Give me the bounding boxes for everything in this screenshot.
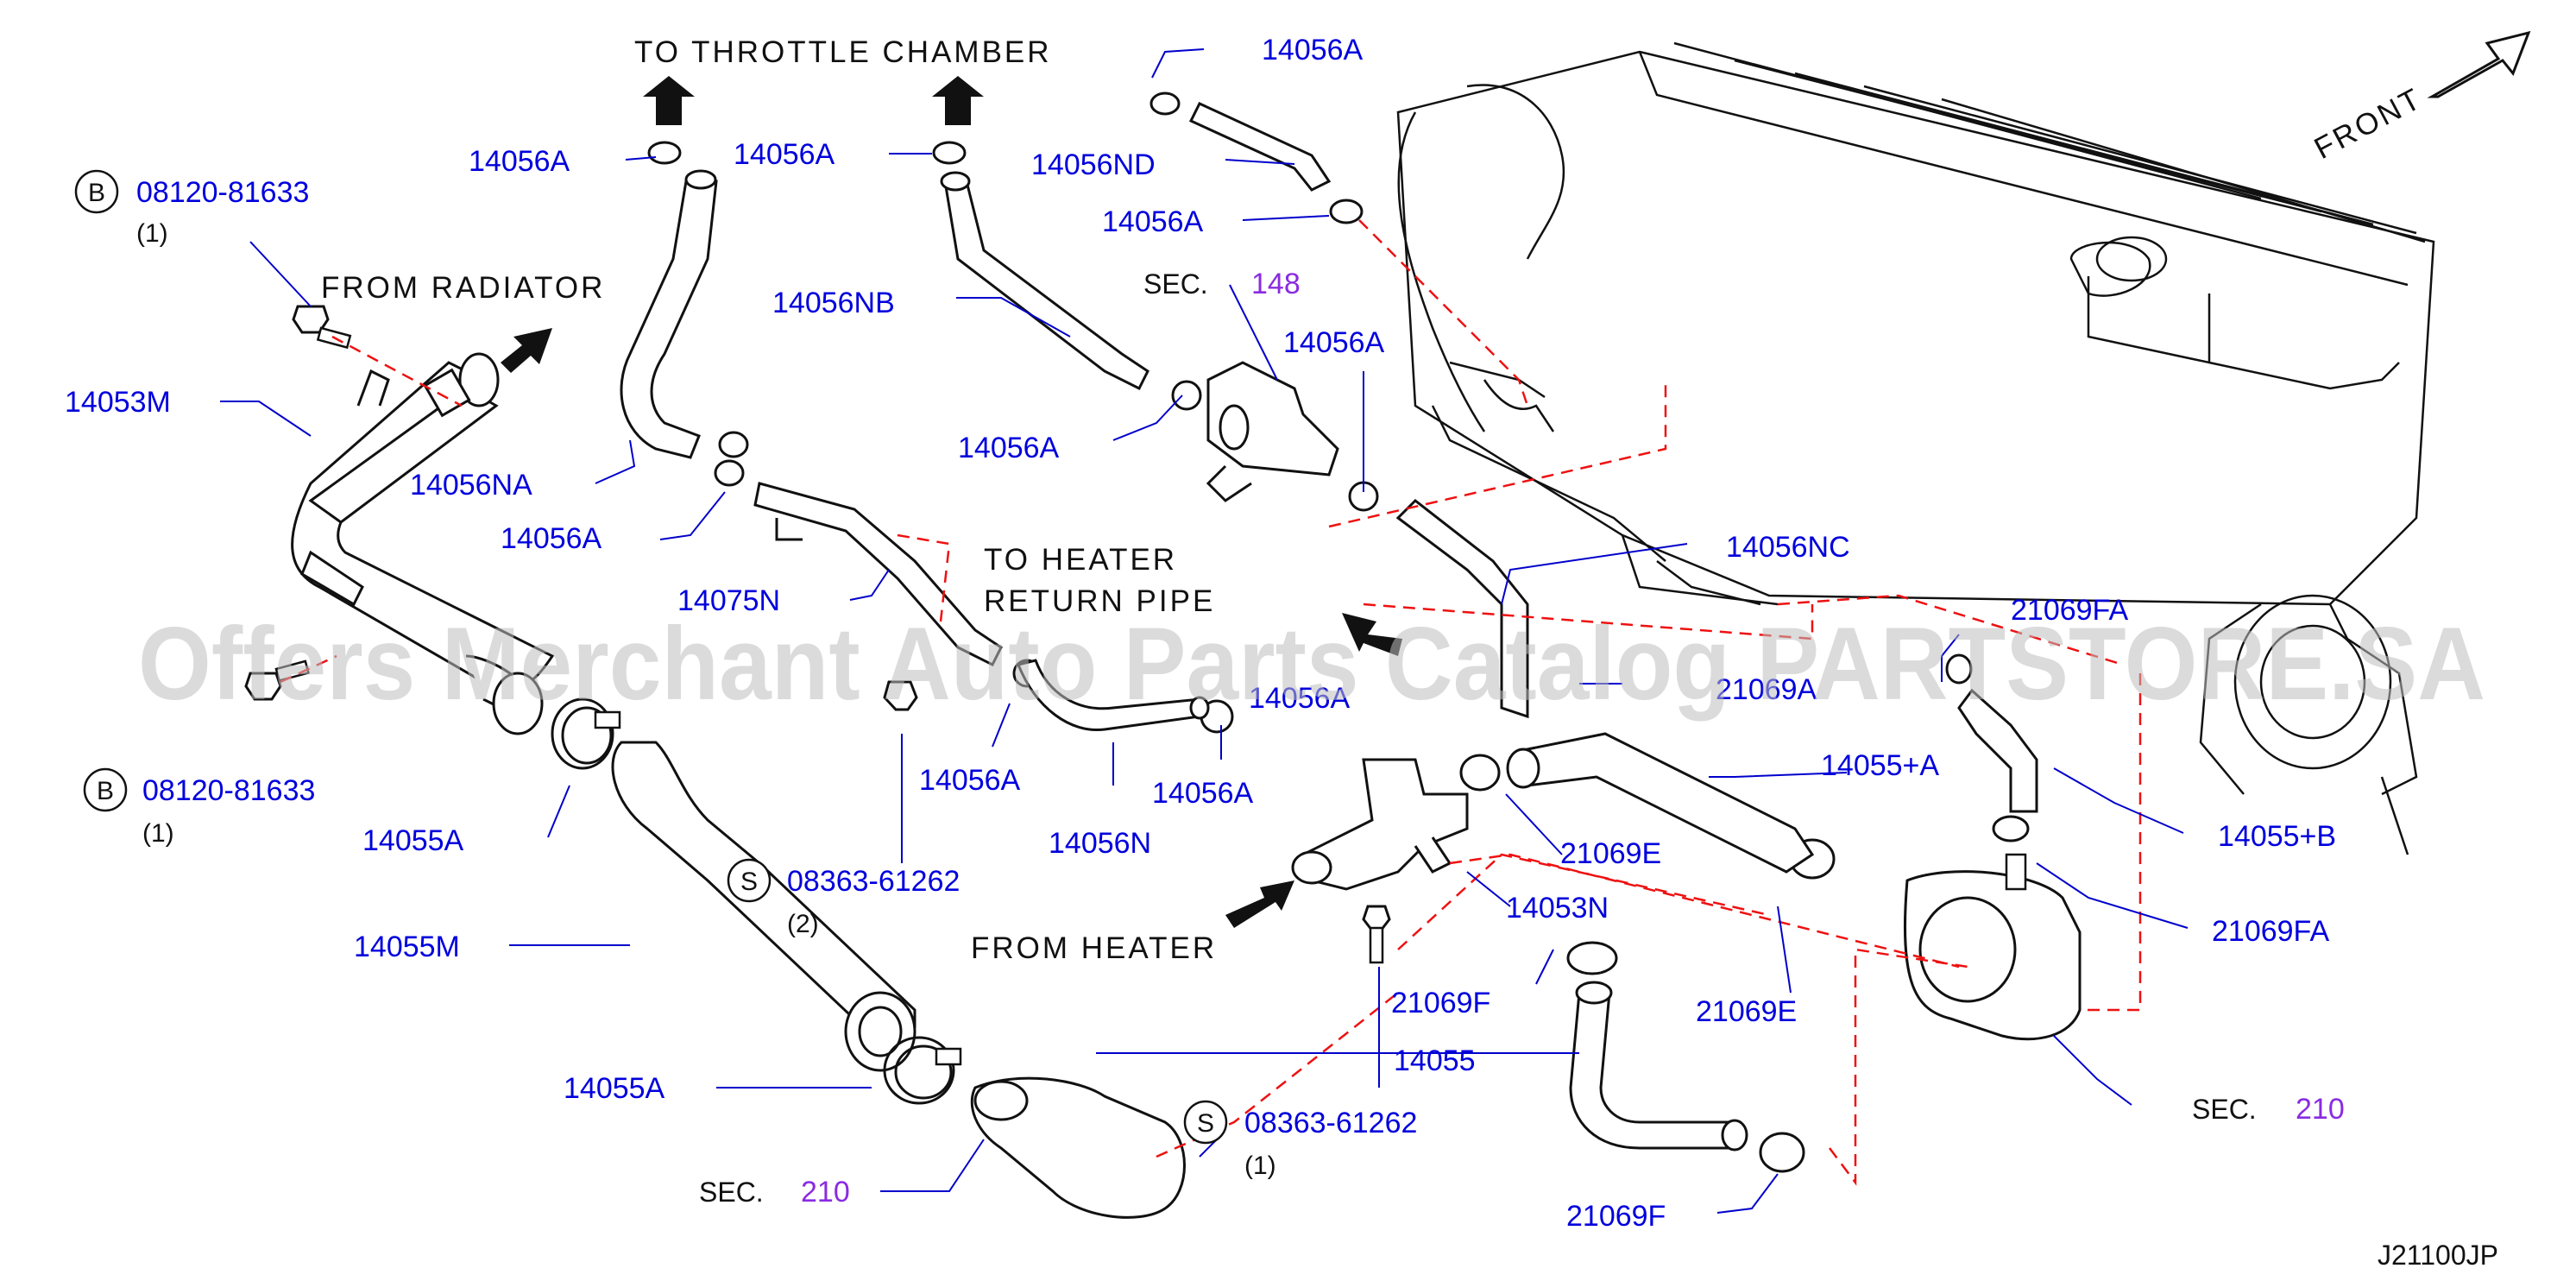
part-label: 14056A: [469, 145, 570, 178]
hose-14056NB: [940, 171, 1149, 391]
section-ref-210-housing: SEC. 210: [2192, 1093, 2345, 1126]
part-label: 14056ND: [1031, 148, 1156, 181]
note-return-pipe: RETURN PIPE: [984, 584, 1215, 618]
part-label: 21069F: [1566, 1200, 1666, 1233]
bolt-quantity: (2): [787, 910, 819, 938]
part-label: 14056A: [1262, 34, 1364, 66]
note-to-heater: TO HEATER: [984, 543, 1177, 577]
radiator-flow-arrow-icon: [501, 328, 552, 373]
bolt-icon: [883, 680, 918, 711]
hose-14055: [1569, 981, 1748, 1152]
valve-sec-148: [1206, 361, 1339, 502]
up-arrow-icon: [932, 76, 984, 125]
lower-hose-14055M: [611, 741, 916, 1072]
hose-14056ND: [1188, 102, 1332, 192]
svg-text:210: 210: [801, 1176, 850, 1208]
part-label: 14056A: [919, 764, 1021, 797]
hose-14056N: [1016, 659, 1210, 732]
note-from-radiator: FROM RADIATOR: [321, 271, 605, 305]
part-label: 21069A: [1716, 673, 1817, 706]
bolt-part-number: 08120-81633: [142, 774, 315, 807]
bolt-quantity: (1): [136, 219, 168, 248]
part-label: 14055A: [564, 1072, 665, 1105]
bolt-ref-3: S 08363-61262 (2): [727, 858, 960, 938]
diagram-reference-code: J21100JP: [2378, 1240, 2498, 1271]
connector-14053N: [1291, 758, 1469, 891]
up-arrow-icon: [643, 76, 695, 125]
bolt-ref-4: S 08363-61262 (1): [1183, 1100, 1417, 1180]
outlet-elbow: [970, 1076, 1186, 1219]
engine-block-drawing: [1396, 41, 2435, 855]
bolt-icon: [244, 659, 310, 701]
part-label: 14056NB: [772, 287, 895, 319]
note-from-heater: FROM HEATER: [971, 931, 1217, 965]
part-label: 14056A: [1102, 205, 1204, 238]
part-label: 14056A: [1152, 777, 1254, 810]
part-label: 14056A: [1283, 326, 1385, 359]
part-label: 21069E: [1696, 995, 1797, 1028]
hose-clamp-icon: [647, 92, 2030, 1173]
section-ref-210-outlet: SEC. 210: [699, 1176, 850, 1208]
bolt-quantity: (1): [1244, 1152, 1276, 1180]
radiator-pipe-assembly: [244, 305, 555, 735]
bolt-part-number: 08120-81633: [136, 176, 309, 209]
bolt-ref-1: B 08120-81633 (1): [74, 169, 309, 248]
front-direction-arrow: FRONT: [2308, 30, 2531, 166]
part-label: 14055+B: [2218, 820, 2336, 853]
heater-return-arrow-icon: [1342, 613, 1402, 656]
hose-14055-plus-A: [1506, 732, 1815, 874]
part-label: 14056A: [1249, 682, 1351, 715]
part-label: 14055: [1394, 1044, 1476, 1077]
svg-text:SEC.: SEC.: [699, 1177, 764, 1208]
leader-lines: [220, 48, 2189, 1214]
part-label: 21069E: [1560, 837, 1661, 870]
part-label: 14055A: [362, 824, 464, 857]
note-to-throttle-chamber: TO THROTTLE CHAMBER: [634, 35, 1052, 69]
from-heater-arrow-icon: [1225, 880, 1294, 928]
bolt-part-number: 08363-61262: [1244, 1107, 1417, 1139]
hose-clamp-icon: [883, 1036, 962, 1105]
part-label: 14075N: [677, 584, 780, 617]
part-label: 14053M: [65, 386, 171, 419]
part-label: 21069F: [1391, 987, 1490, 1019]
part-label: 14056NC: [1726, 531, 1850, 564]
part-label: 14055+A: [1821, 749, 1939, 782]
part-label: 14056NA: [410, 469, 532, 502]
bolt-type-letter: S: [740, 868, 758, 896]
bolt-type-letter: B: [97, 777, 114, 805]
part-label: 14053N: [1506, 892, 1609, 924]
bolt-type-letter: S: [1197, 1109, 1214, 1138]
throttle-chamber-note: TO THROTTLE CHAMBER: [634, 35, 1052, 125]
svg-text:210: 210: [2296, 1093, 2345, 1126]
water-outlet-housing: [1904, 853, 2082, 1041]
heater-return-pipe-14075N: [753, 482, 1003, 667]
part-label: 14056N: [1049, 827, 1151, 860]
part-label: 21069FA: [2011, 594, 2128, 627]
bolt-type-letter: B: [88, 179, 105, 207]
bolt-icon: [1362, 905, 1391, 964]
hose-14056NA: [620, 169, 718, 459]
hose-14055-plus-B: [1957, 688, 2038, 813]
part-label: 14056A: [958, 432, 1060, 464]
hose-clamp-icon: [551, 697, 621, 770]
front-label: FRONT: [2308, 81, 2428, 166]
part-label: 14056A: [501, 522, 602, 555]
bolt-ref-2: B 08120-81633 (1): [83, 767, 315, 848]
svg-text:148: 148: [1251, 268, 1301, 300]
svg-text:SEC.: SEC.: [1143, 268, 1208, 300]
bolt-part-number: 08363-61262: [787, 865, 960, 898]
part-labels: 14056A 14056A 14056A 14056ND 14056A 1405…: [65, 34, 2336, 1233]
assembly-guide-lines: [280, 219, 2142, 1186]
svg-text:SEC.: SEC.: [2192, 1094, 2257, 1125]
part-label: 14056A: [734, 138, 835, 171]
section-ref-148: SEC. 148: [1143, 268, 1301, 300]
bolt-quantity: (1): [142, 819, 174, 848]
part-label: 14055M: [354, 931, 460, 963]
part-label: 21069FA: [2212, 915, 2329, 948]
hose-14056NC: [1395, 499, 1529, 719]
watermark: Offers Merchant Auto Parts Catalog PARTS…: [138, 606, 2485, 722]
